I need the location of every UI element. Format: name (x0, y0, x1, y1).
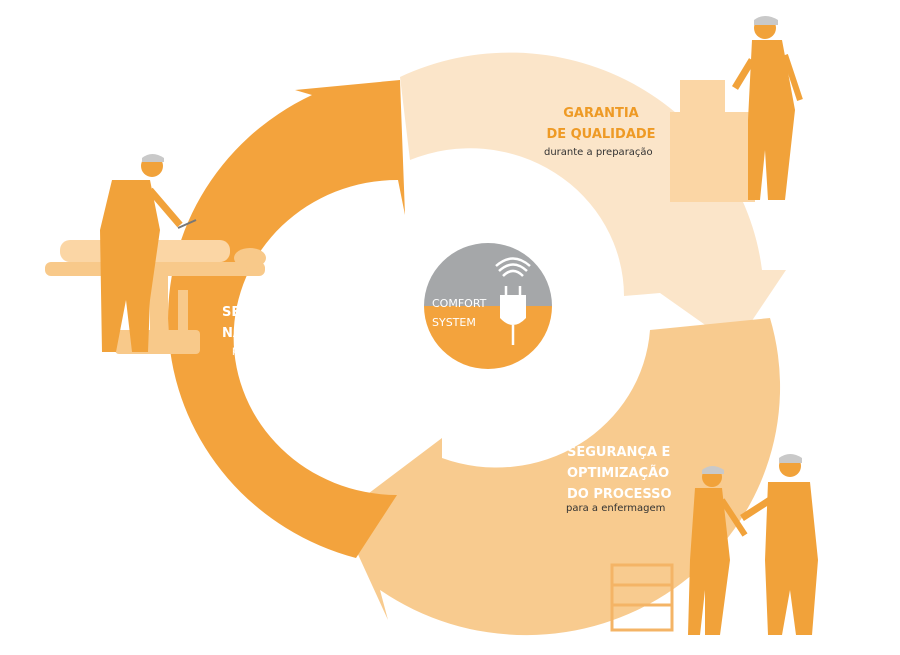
label-process-optimization: SEGURANÇA E OPTIMIZAÇÃO DO PROCESSO (567, 442, 687, 505)
label-title-line2: DE QUALIDADE (546, 127, 656, 142)
label-subtitle-nursing: para a enfermagem (566, 503, 666, 514)
nurse-at-packing-station-illustration (670, 16, 803, 202)
label-subtitle-surgeon: para o cirurgião (232, 345, 312, 356)
surgeon-at-operating-table-illustration (45, 154, 266, 354)
label-title-line3: DO PROCESSO (567, 487, 672, 502)
comfort-system-logo: COMFORT SYSTEM (424, 243, 552, 369)
label-title-line2: OPTIMIZAÇÃO (567, 466, 670, 481)
plug-with-wireless-signal-icon (495, 257, 531, 345)
label-subtitle-preparation: durante a preparação (544, 147, 653, 158)
label-title-line1: SEGURANÇA (222, 305, 313, 320)
cycle-segment-application (168, 80, 405, 558)
nurse-and-surgeon-with-instrument-cart-illustration (610, 454, 818, 635)
label-title-line1: SEGURANÇA E (567, 445, 671, 460)
label-title-line2: NA APLICAÇÃO (222, 326, 331, 341)
cycle-segment-process (340, 318, 781, 636)
logo-line2: SYSTEM (432, 316, 476, 329)
label-quality-assurance: GARANTIA DE QUALIDADE (546, 103, 656, 145)
logo-line1: COMFORT (432, 297, 487, 310)
label-safety-application: SEGURANÇA NA APLICAÇÃO (222, 302, 342, 344)
label-title-line1: GARANTIA (563, 106, 639, 121)
